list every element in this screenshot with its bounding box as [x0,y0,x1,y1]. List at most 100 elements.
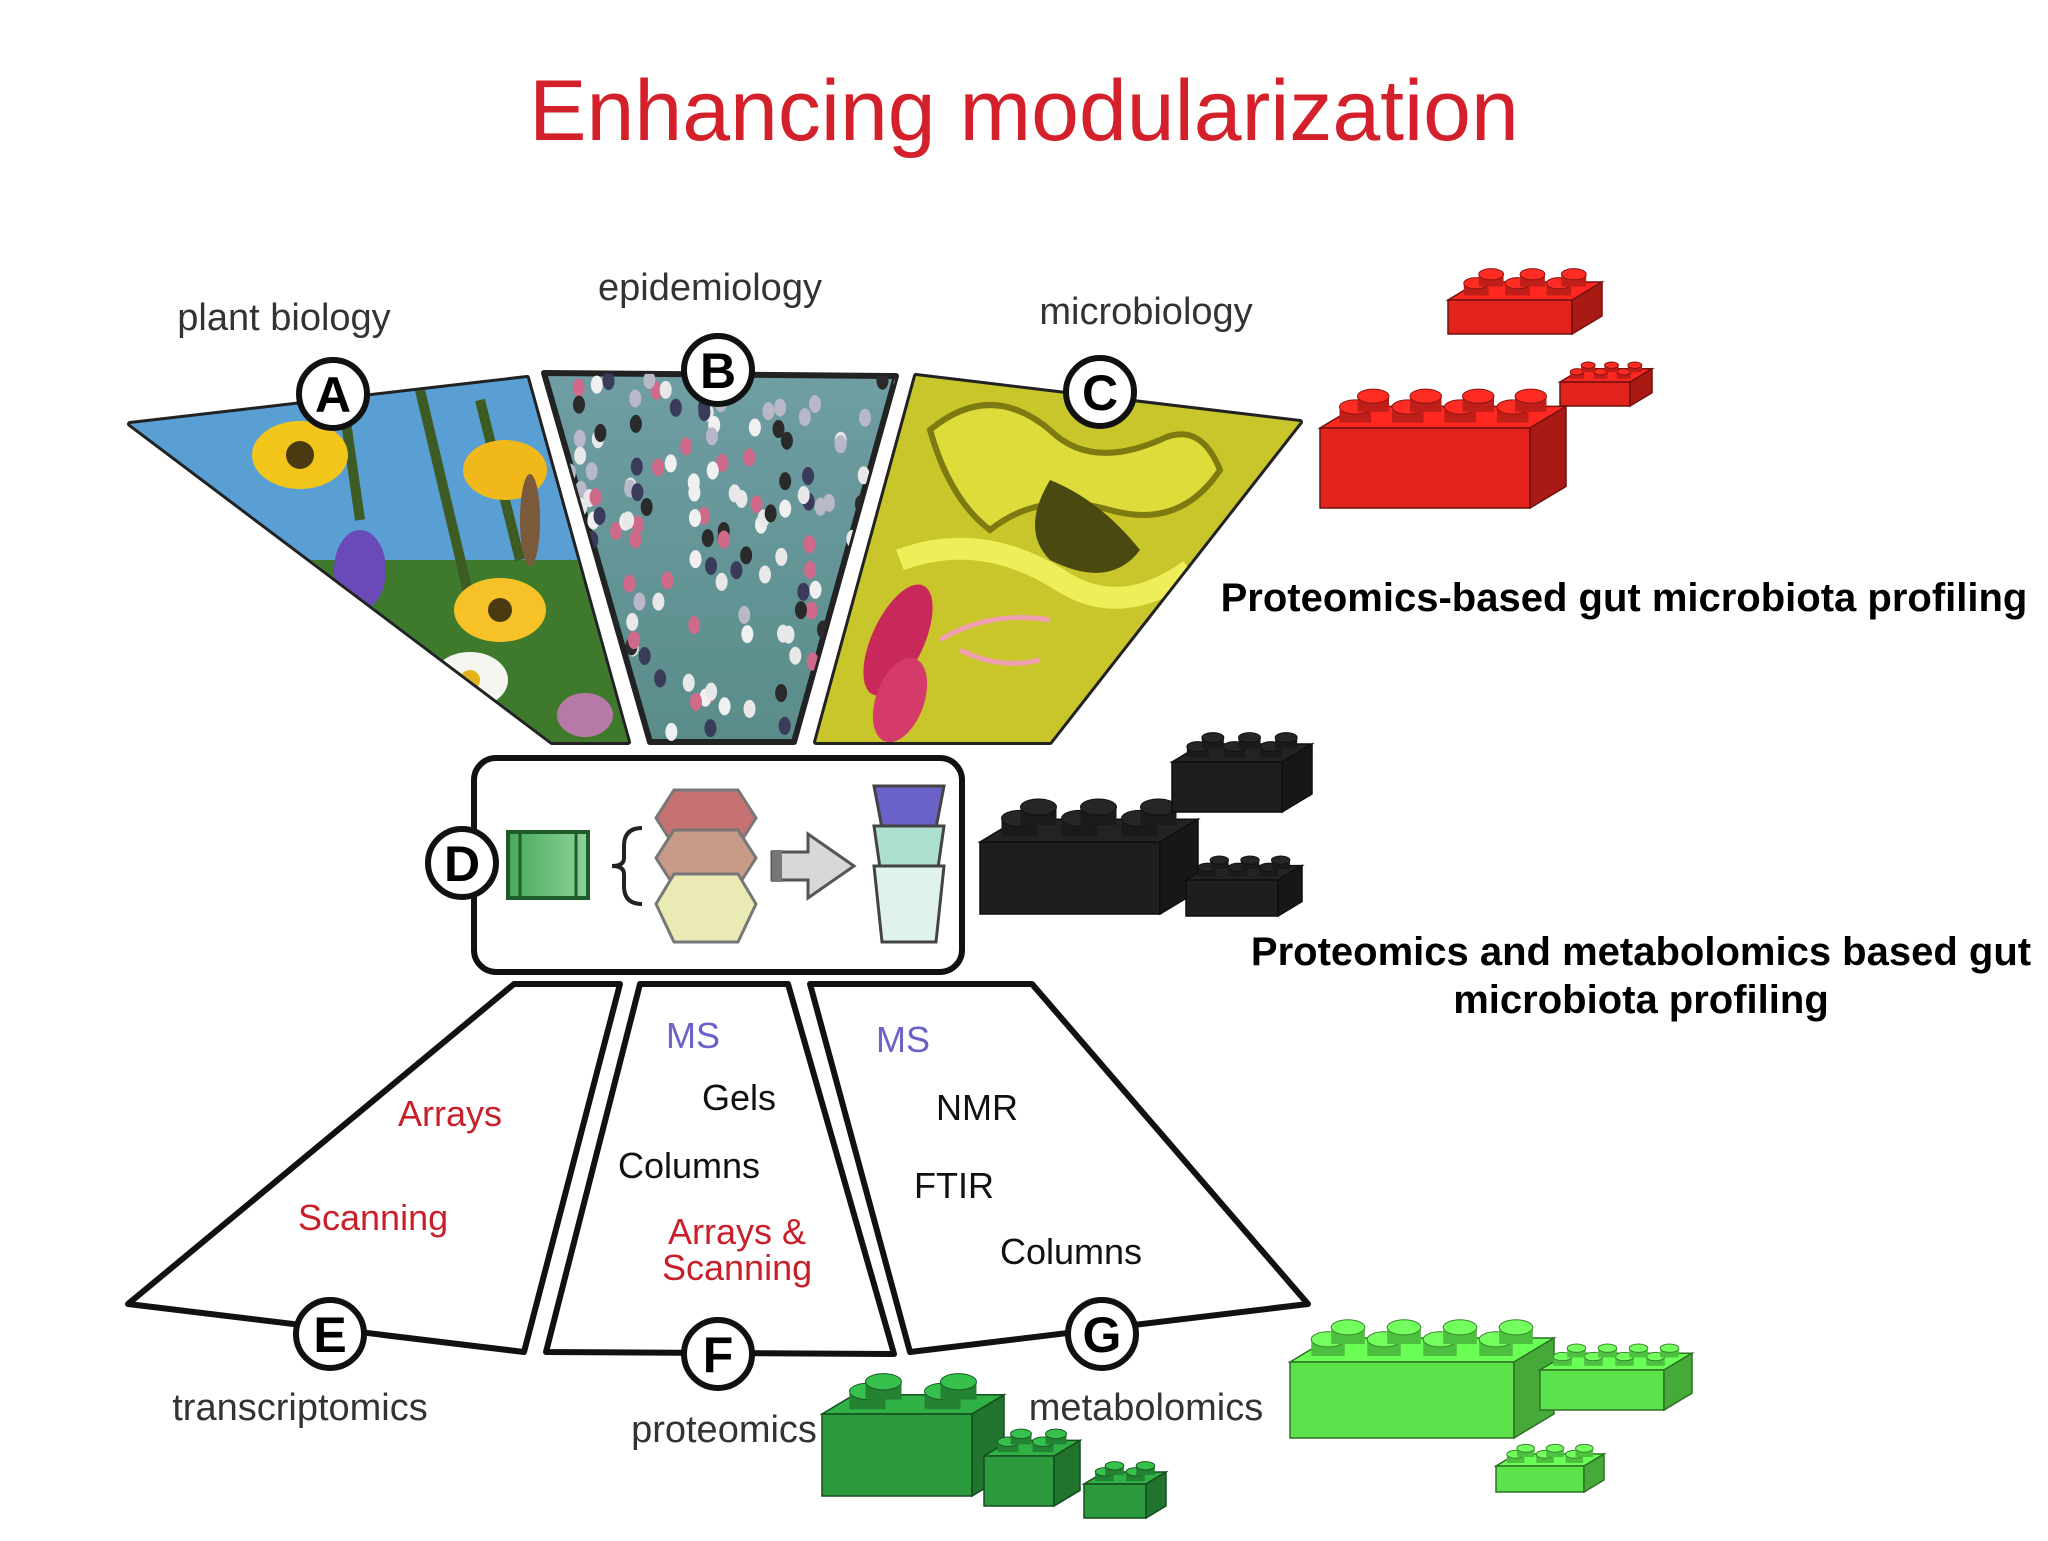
crowd-person [857,466,870,485]
crowd-person [610,521,623,540]
green-brick-large [1287,1319,1557,1440]
label-microbiology: microbiology [1039,291,1252,333]
letter-d: D [444,836,480,892]
method-g-nmr: NMR [936,1087,1018,1128]
crowd-person [589,488,602,507]
label-proteomics: proteomics [631,1409,817,1451]
crowd-person [688,509,701,528]
crowd-person [779,472,792,491]
crowd-person [705,682,718,701]
method-e-scanning: Scanning [298,1197,448,1238]
crowd-person [740,546,753,565]
black-brick-large [977,798,1201,916]
page-title: Enhancing modularization [529,63,1519,159]
crowd-person [573,395,586,414]
panel-g-outline [807,981,1311,1355]
crowd-person [779,499,792,518]
dark-green-brick-medium [981,1428,1083,1508]
black-brick-small [1183,855,1305,918]
crowd-person [774,398,787,417]
label-epidemiology: epidemiology [598,267,822,309]
green-brick-medium [1537,1343,1695,1412]
crowd-person [585,462,598,481]
red-brick-top [1445,268,1605,336]
method-e-arrays: Arrays [398,1093,502,1134]
crowd-person [602,373,615,391]
letter-a-circle [296,357,370,431]
crowd-person [661,571,674,590]
method-g-columns: Columns [1000,1231,1142,1272]
crowd-person [631,515,644,534]
crowd-person [626,612,639,631]
red-brick-small [1557,361,1655,408]
letter-f-circle [681,1317,755,1391]
crowd-person [797,582,810,601]
crowd-person [669,398,682,417]
crowd-person [689,550,702,569]
dark-green-brick-small [1081,1461,1169,1520]
crowd-person [730,561,743,580]
crowd-person [804,560,817,579]
letter-c: C [1082,365,1118,421]
crowd-person [809,580,822,599]
crowd-person [803,535,816,554]
crowd-person [822,493,835,512]
method-g-ftir: FTIR [914,1165,994,1206]
crowd-person [701,529,714,548]
crowd-person [705,427,718,446]
crowd-person [631,483,644,502]
crowd-person [623,574,636,593]
crowd-person [652,592,665,611]
crowd-person [853,540,866,559]
crowd-person [682,673,695,692]
crowd-person [738,605,751,624]
label-metabolomics: metabolomics [1029,1387,1263,1429]
crowd-person [688,616,701,635]
crowd-person [640,497,653,516]
panel-d-box [471,755,965,975]
panel-e-outline [125,981,623,1355]
crowd-person [576,532,589,551]
crowd-person [664,454,677,473]
crowd-person [750,495,763,514]
crowd-person [741,625,754,644]
crowd-person [797,486,810,505]
crowd-person [775,547,788,566]
crowd-person [716,453,729,472]
crowd-person [772,419,785,438]
letter-e-circle [293,1297,367,1371]
crowd-person [680,437,693,456]
crowd-person [859,408,872,427]
crowd-person [876,373,889,390]
crowd-person [775,684,788,703]
caption-red-bricks: Proteomics-based gut microbiota profilin… [1220,576,2028,620]
letter-g: G [1083,1307,1122,1363]
crowd-person [748,418,761,437]
crowd-person [574,446,587,465]
letter-c-circle [1063,355,1137,429]
crowd-person [633,592,646,611]
red-brick-large [1317,388,1569,510]
crowd-person [743,699,756,718]
crowd-person [778,716,791,735]
crowd-person [764,504,777,523]
label-plant-biology: plant biology [177,297,390,339]
crowd-person [643,373,656,390]
crowd-person [594,423,607,442]
crowd-person [777,624,790,643]
lego-bricks [819,268,1695,1520]
crowd-person [743,448,756,467]
crowd-person [622,511,635,530]
method-f-arrays: Arrays & [668,1211,806,1252]
crowd-person [590,375,603,394]
crowd-person [718,697,731,716]
method-f-ms: MS [666,1015,720,1056]
crowd-person [728,484,741,503]
method-f-scanning: Scanning [662,1247,812,1288]
crowd-person [688,483,701,502]
method-g-ms: MS [876,1019,930,1060]
crowd-person [659,380,672,399]
crowd-person [805,601,818,620]
crowd-person [628,631,641,650]
